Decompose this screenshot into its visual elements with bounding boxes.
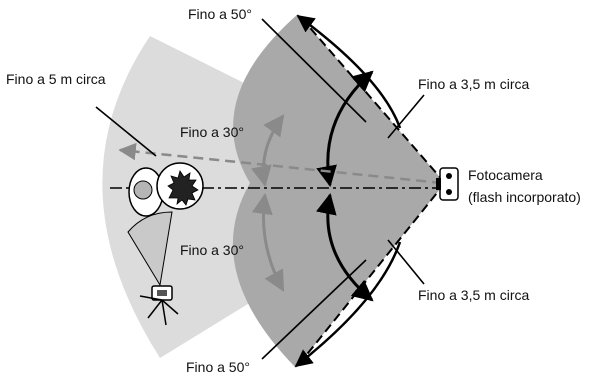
inner-coverage-sector xyxy=(232,14,445,368)
leader-35m-bottom xyxy=(387,239,425,285)
label-inner-bottom-angle: Fino a 30° xyxy=(180,242,244,258)
plant-icon xyxy=(156,162,204,210)
person-icon xyxy=(128,167,164,217)
five-meter-range-arrow xyxy=(118,142,443,185)
leader-35m-top xyxy=(387,94,425,139)
tripod-light-cone xyxy=(127,211,173,287)
leader-5m xyxy=(95,106,157,157)
label-inner-top-angle: Fino a 30° xyxy=(180,124,244,140)
label-top-angle: Fino a 50° xyxy=(188,6,252,22)
label-range-bottom: Fino a 3,5 m circa xyxy=(418,287,529,303)
leader-top-angle xyxy=(261,18,367,123)
bottom-range-arc xyxy=(316,192,374,302)
label-camera-line2: (flash incorporato) xyxy=(468,189,581,205)
label-bottom-angle: Fino a 50° xyxy=(186,359,250,375)
label-range-top: Fino a 3,5 m circa xyxy=(418,76,529,92)
top-30-angle-arrow xyxy=(251,114,285,188)
bottom-50-angle-arrow xyxy=(294,241,402,368)
leader-bottom-angle xyxy=(261,259,367,360)
label-camera-line1: Fotocamera xyxy=(468,167,543,183)
top-dashed-boundary xyxy=(297,13,446,184)
label-range-far: Fino a 5 m circa xyxy=(6,71,106,87)
sector-edge-top xyxy=(298,14,600,183)
tripod-camera-icon xyxy=(139,285,179,326)
camera-icon xyxy=(436,167,459,201)
bottom-30-angle-arrow xyxy=(251,192,285,292)
sector-edge-bottom xyxy=(296,183,600,368)
